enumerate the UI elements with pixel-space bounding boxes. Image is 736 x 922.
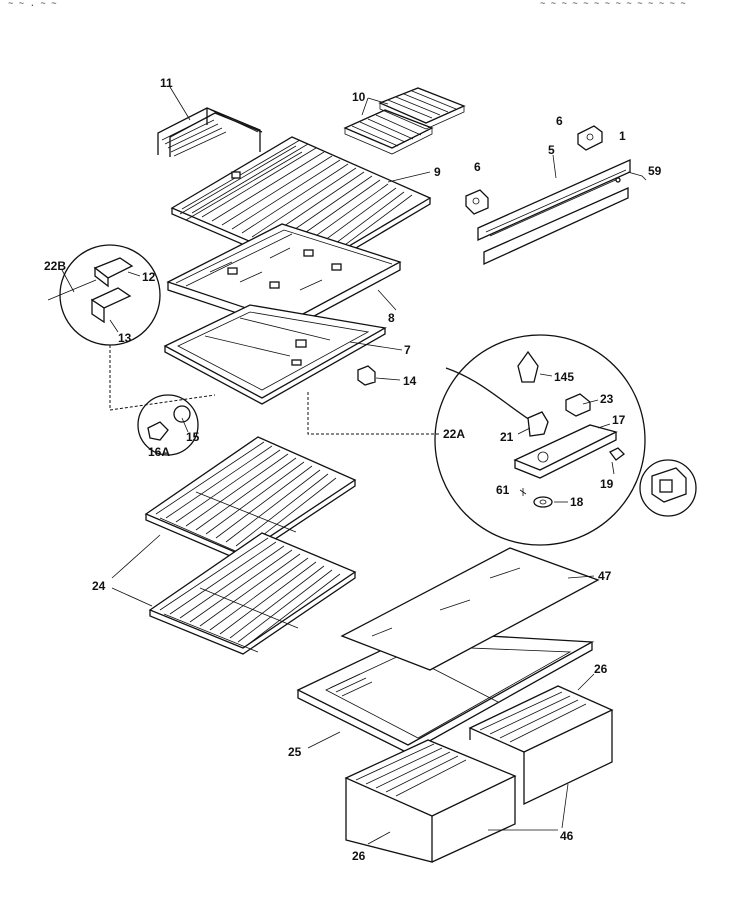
label-17: 17 xyxy=(612,413,626,427)
label-6a: 6 xyxy=(474,160,481,174)
label-22b: 22B xyxy=(44,259,66,273)
leader-25 xyxy=(307,731,341,749)
leader-15 xyxy=(181,417,189,433)
label-21: 21 xyxy=(500,430,514,444)
dashed-connector-left xyxy=(109,345,216,411)
leader-47 xyxy=(567,575,595,579)
label-11: 11 xyxy=(160,76,173,90)
label-23: 23 xyxy=(600,392,614,406)
part-10-ice-trays xyxy=(343,87,466,155)
callout-circle-left xyxy=(47,244,161,346)
label-22a: 22A xyxy=(443,427,465,441)
label-16a: 16A xyxy=(148,445,170,459)
leader-26-left xyxy=(367,831,391,845)
header-right-text: ~ ~ ~ ~ ~ ~ ~ ~ ~ ~ ~ ~ ~ ~ xyxy=(540,0,686,9)
part-19-detail xyxy=(639,459,697,517)
label-18: 18 xyxy=(570,495,584,509)
label-10: 10 xyxy=(352,90,366,104)
part-14-clip xyxy=(357,365,376,386)
part-25-crisper-frame xyxy=(296,631,595,754)
leader-8 xyxy=(377,289,397,311)
label-24: 24 xyxy=(92,579,106,593)
label-13: 13 xyxy=(118,331,132,345)
leader-21 xyxy=(517,427,531,435)
part-26-crisper-right xyxy=(468,685,614,806)
leader-23 xyxy=(582,399,599,405)
leader-26-right xyxy=(577,673,595,691)
label-15: 15 xyxy=(186,430,200,444)
leader-14 xyxy=(375,377,401,381)
part-47-glass-cover xyxy=(340,547,600,671)
leader-24 xyxy=(111,534,161,607)
label-7: 7 xyxy=(404,343,411,357)
leader-17 xyxy=(597,423,611,429)
leader-9 xyxy=(387,171,431,183)
leader-12 xyxy=(127,271,141,277)
part-15-16a-light xyxy=(137,394,199,456)
label-145: 145 xyxy=(554,370,574,384)
leader-10 xyxy=(361,97,389,116)
label-59: 59 xyxy=(648,164,662,178)
dashed-connector-right xyxy=(307,392,440,435)
part-1-5-control-panel xyxy=(477,158,631,266)
leader-13 xyxy=(109,319,119,333)
label-26-right: 26 xyxy=(594,662,608,676)
label-26-left: 26 xyxy=(352,849,366,863)
label-14: 14 xyxy=(403,374,417,388)
leader-5 xyxy=(552,154,557,179)
leader-11 xyxy=(169,86,191,121)
label-47: 47 xyxy=(598,569,612,583)
label-46: 46 xyxy=(560,829,574,843)
part-24-shelf-upper xyxy=(144,436,357,562)
label-5: 5 xyxy=(548,143,555,157)
label-1: 1 xyxy=(619,129,626,143)
label-6b: 6 xyxy=(556,114,563,128)
part-26-crisper-left xyxy=(344,739,517,863)
leader-145 xyxy=(539,373,553,377)
part-6-thermostat-left xyxy=(465,189,489,215)
label-8: 8 xyxy=(388,311,395,325)
label-25: 25 xyxy=(288,745,302,759)
label-61: 61 xyxy=(496,483,510,497)
leader-19 xyxy=(611,461,615,475)
leader-7 xyxy=(349,341,403,351)
part-24-shelf-lower xyxy=(148,532,357,655)
label-19: 19 xyxy=(600,477,614,491)
leader-46 xyxy=(488,783,569,831)
part-59-screw xyxy=(627,171,647,181)
leader-22b xyxy=(61,269,75,293)
label-9: 9 xyxy=(434,165,441,179)
part-11-rack xyxy=(157,107,263,157)
label-12: 12 xyxy=(142,270,156,284)
part-6-thermostat-right xyxy=(577,125,603,151)
part-7-freezer-floor xyxy=(163,304,387,405)
header-left-text: ~ ~ . ~ ~ xyxy=(8,0,57,9)
callout-circle-right xyxy=(434,334,646,546)
